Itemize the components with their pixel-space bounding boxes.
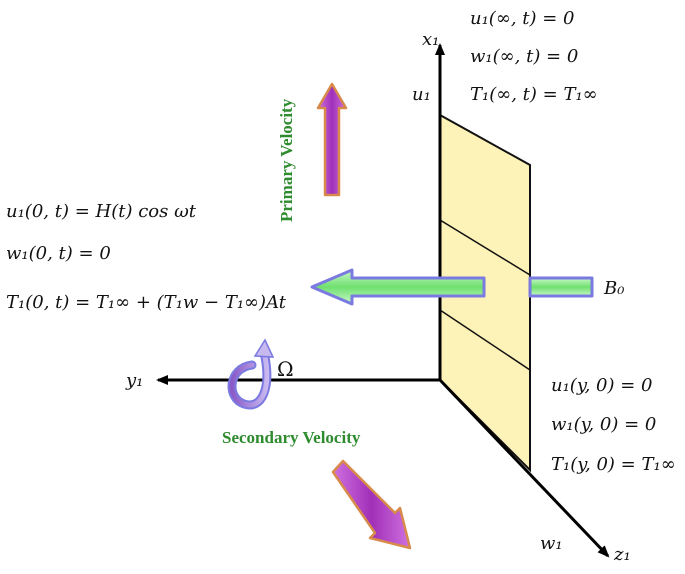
infinity-condition-1: u₁(∞, t) = 0: [470, 8, 575, 29]
plate-line-1: [439, 219, 531, 276]
magnetic-field-arrow: [528, 276, 594, 298]
wall-condition-1: u₁(0, t) = H(t) cos ωt: [6, 201, 197, 222]
initial-conditions: u₁(y, 0) = 0 w₁(y, 0) = 0 T₁(y, 0) = T₁∞: [551, 375, 676, 475]
w1-axis-label: w₁: [540, 533, 563, 554]
u1-axis-label: u₁: [412, 84, 431, 105]
wall-conditions: u₁(0, t) = H(t) cos ωt w₁(0, t) = 0 T₁(0…: [6, 201, 287, 313]
y1-axis-label: y₁: [125, 370, 143, 391]
infinity-condition-2: w₁(∞, t) = 0: [470, 46, 578, 67]
omega-label: Ω: [277, 357, 294, 381]
z1-axis-label: z₁: [613, 544, 631, 565]
secondary-velocity-label: Secondary Velocity: [222, 428, 361, 447]
x1-axis-label: x₁: [422, 29, 439, 50]
wall-condition-2: w₁(0, t) = 0: [6, 243, 111, 264]
plate-line-2: [439, 309, 531, 371]
initial-condition-2: w₁(y, 0) = 0: [551, 414, 656, 435]
wall-condition-3: T₁(0, t) = T₁∞ + (T₁w − T₁∞)At: [6, 292, 287, 313]
infinity-condition-3: T₁(∞, t) = T₁∞: [470, 84, 598, 105]
infinity-conditions: u₁(∞, t) = 0 w₁(∞, t) = 0 T₁(∞, t) = T₁∞: [470, 8, 598, 105]
b0-label: B₀: [603, 278, 624, 299]
initial-condition-3: T₁(y, 0) = T₁∞: [551, 454, 676, 475]
primary-velocity-label: Primary Velocity: [277, 98, 296, 222]
rotation-loop-icon: [227, 338, 275, 410]
induced-flow-arrow: [310, 268, 486, 306]
z1-axis: [438, 378, 610, 558]
primary-velocity-arrow: [316, 82, 348, 197]
secondary-velocity-arrow: [331, 459, 412, 550]
initial-condition-1: u₁(y, 0) = 0: [551, 375, 653, 396]
